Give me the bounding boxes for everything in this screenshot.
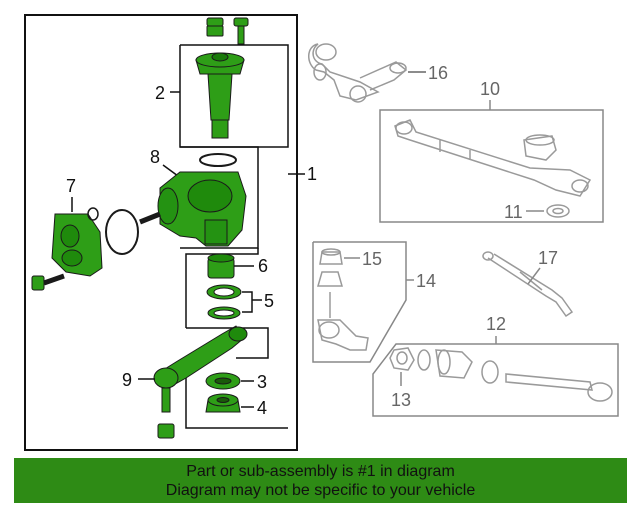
input-shaft[interactable] xyxy=(139,211,161,225)
callout-6[interactable]: 6 xyxy=(258,256,268,276)
washer[interactable] xyxy=(205,372,241,390)
sector-shaft[interactable] xyxy=(195,52,245,139)
outer-tie-rod-end[interactable] xyxy=(317,292,369,351)
seal-lower[interactable] xyxy=(207,306,241,320)
banner-line-2: Diagram may not be specific to your vehi… xyxy=(165,482,476,499)
relay-rod-boot[interactable] xyxy=(523,134,557,161)
bearing[interactable] xyxy=(207,253,235,279)
tie-rod-boot[interactable] xyxy=(317,271,343,287)
cover-gasket[interactable] xyxy=(105,209,139,255)
small-o-ring[interactable] xyxy=(87,207,99,221)
callout-7[interactable]: 7 xyxy=(66,176,76,196)
inner-tie-rod[interactable] xyxy=(505,373,613,402)
washer-11[interactable] xyxy=(546,204,570,218)
cover-bolt[interactable] xyxy=(31,273,65,291)
group-lower-frame-2 xyxy=(185,358,288,429)
side-cover[interactable] xyxy=(51,213,103,277)
seal-upper[interactable] xyxy=(206,284,242,300)
top-nut[interactable] xyxy=(206,17,224,37)
callout-11[interactable]: 11 xyxy=(504,202,523,222)
jam-nut[interactable] xyxy=(389,347,415,371)
assembly-1-frame xyxy=(24,14,298,451)
inner-boot[interactable] xyxy=(417,349,499,384)
leader-line xyxy=(527,267,541,285)
castle-nut[interactable] xyxy=(319,248,343,265)
group-10-frame xyxy=(379,109,604,223)
callout-10[interactable]: 10 xyxy=(480,79,500,99)
leader-line xyxy=(162,164,179,177)
callout-12[interactable]: 12 xyxy=(486,314,506,334)
o-ring[interactable] xyxy=(199,153,237,167)
group-lower-frame xyxy=(186,327,269,359)
pitman-shaft-nut[interactable] xyxy=(205,393,241,413)
steering-damper[interactable] xyxy=(482,251,574,318)
banner-line-1: Part or sub-assembly is #1 in diagram xyxy=(186,463,455,480)
leader-bracket xyxy=(242,291,253,313)
pitman-arm[interactable] xyxy=(153,325,248,413)
callout-16[interactable]: 16 xyxy=(428,63,448,83)
relay-rod[interactable] xyxy=(394,119,592,197)
callout-2[interactable]: 2 xyxy=(155,83,165,103)
pitman-nut[interactable] xyxy=(157,423,175,439)
callout-14[interactable]: 14 xyxy=(416,271,436,291)
callout-1[interactable]: 1 xyxy=(307,164,317,184)
callout-13[interactable]: 13 xyxy=(391,390,411,410)
group-2-frame xyxy=(179,44,289,148)
group-14-frame xyxy=(312,241,407,363)
callout-5[interactable]: 5 xyxy=(264,291,274,311)
callout-8[interactable]: 8 xyxy=(150,147,160,167)
callout-17[interactable]: 17 xyxy=(538,248,558,268)
group-12-frame xyxy=(372,343,619,417)
notice-banner: Part or sub-assembly is #1 in diagram Di… xyxy=(14,458,627,503)
callout-15[interactable]: 15 xyxy=(362,249,382,269)
idler-arm[interactable] xyxy=(308,43,408,103)
callout-3[interactable]: 3 xyxy=(257,372,267,392)
callout-4[interactable]: 4 xyxy=(257,398,267,418)
steering-gear-housing[interactable] xyxy=(157,171,247,247)
top-bolt[interactable] xyxy=(233,17,249,45)
callout-9[interactable]: 9 xyxy=(122,370,132,390)
group-8-frame xyxy=(180,146,259,249)
